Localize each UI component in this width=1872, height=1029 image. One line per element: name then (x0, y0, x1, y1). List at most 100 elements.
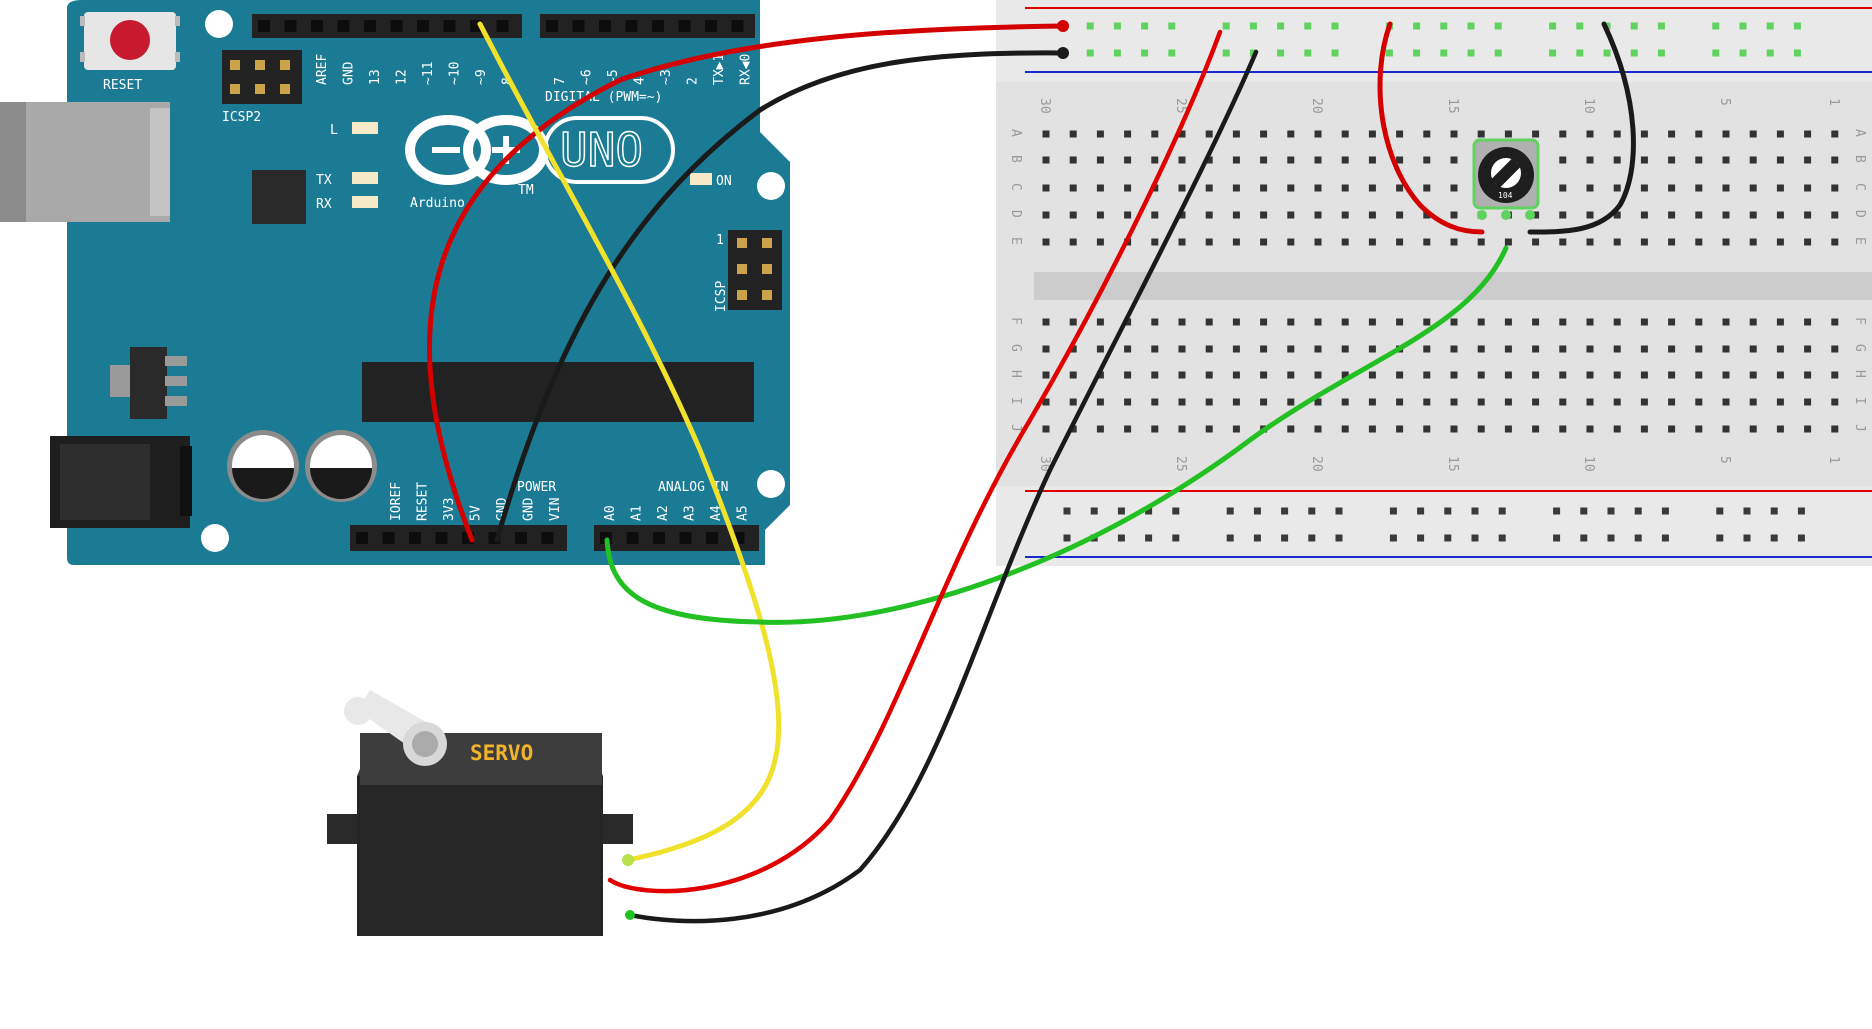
breadboard-hole[interactable] (1504, 345, 1512, 353)
breadboard-hole[interactable] (1504, 425, 1512, 433)
header-pin[interactable] (599, 20, 611, 32)
breadboard-hole[interactable] (1831, 130, 1839, 138)
breadboard-hole[interactable] (1151, 345, 1159, 353)
breadboard-hole[interactable] (1613, 184, 1621, 192)
breadboard-hole[interactable] (1042, 318, 1050, 326)
breadboard-hole[interactable] (1559, 156, 1567, 164)
breadboard-hole[interactable] (1613, 345, 1621, 353)
breadboard-hole[interactable] (1722, 345, 1730, 353)
breadboard-hole[interactable] (1640, 371, 1648, 379)
rail-hole[interactable] (1090, 507, 1098, 515)
header-pin[interactable] (390, 20, 403, 32)
breadboard-hole[interactable] (1776, 211, 1784, 219)
rail-hole[interactable] (1226, 507, 1234, 515)
breadboard-hole[interactable] (1341, 156, 1349, 164)
breadboard-hole[interactable] (1396, 211, 1404, 219)
breadboard-hole[interactable] (1749, 130, 1757, 138)
breadboard-hole[interactable] (1804, 130, 1812, 138)
rail-hole[interactable] (1498, 534, 1506, 542)
green-wire[interactable] (604, 245, 1509, 625)
rail-hole[interactable] (1661, 534, 1669, 542)
breadboard-hole[interactable] (1559, 345, 1567, 353)
breadboard-hole[interactable] (1396, 425, 1404, 433)
rail-hole[interactable] (1607, 534, 1615, 542)
rail-hole[interactable] (1797, 534, 1805, 542)
breadboard-hole[interactable] (1450, 156, 1458, 164)
breadboard-hole[interactable] (1232, 425, 1240, 433)
breadboard-hole[interactable] (1096, 238, 1104, 246)
breadboard-hole[interactable] (1232, 398, 1240, 406)
rail-hole[interactable] (1113, 49, 1121, 57)
breadboard-hole[interactable] (1178, 156, 1186, 164)
rail-hole[interactable] (1417, 507, 1425, 515)
breadboard-hole[interactable] (1749, 371, 1757, 379)
breadboard-hole[interactable] (1640, 345, 1648, 353)
rail-hole[interactable] (1793, 49, 1801, 57)
breadboard-hole[interactable] (1532, 345, 1540, 353)
rail-hole[interactable] (1281, 507, 1289, 515)
breadboard-hole[interactable] (1069, 238, 1077, 246)
breadboard-hole[interactable] (1178, 318, 1186, 326)
breadboard-hole[interactable] (1423, 238, 1431, 246)
rail-hole[interactable] (1063, 507, 1071, 515)
breadboard-hole[interactable] (1096, 130, 1104, 138)
breadboard-hole[interactable] (1450, 318, 1458, 326)
breadboard-hole[interactable] (1042, 425, 1050, 433)
breadboard-hole[interactable] (1749, 318, 1757, 326)
rail-hole[interactable] (1331, 49, 1339, 57)
breadboard-hole[interactable] (1722, 425, 1730, 433)
breadboard-hole[interactable] (1722, 371, 1730, 379)
rail-hole[interactable] (1770, 507, 1778, 515)
rail-hole[interactable] (1716, 507, 1724, 515)
header-pin[interactable] (409, 532, 421, 544)
rail-hole[interactable] (1304, 22, 1312, 30)
breadboard-hole[interactable] (1695, 425, 1703, 433)
rail-hole[interactable] (1716, 534, 1724, 542)
breadboard-hole[interactable] (1504, 130, 1512, 138)
breadboard-hole[interactable] (1668, 398, 1676, 406)
breadboard-hole[interactable] (1314, 156, 1322, 164)
rail-hole[interactable] (1222, 49, 1230, 57)
breadboard-hole[interactable] (1532, 238, 1540, 246)
breadboard-hole[interactable] (1042, 398, 1050, 406)
rail-hole[interactable] (1770, 534, 1778, 542)
breadboard-hole[interactable] (1096, 425, 1104, 433)
breadboard-hole[interactable] (1232, 211, 1240, 219)
breadboard-hole[interactable] (1205, 398, 1213, 406)
breadboard-hole[interactable] (1450, 130, 1458, 138)
breadboard-hole[interactable] (1532, 130, 1540, 138)
breadboard-hole[interactable] (1368, 318, 1376, 326)
breadboard-hole[interactable] (1069, 130, 1077, 138)
breadboard-hole[interactable] (1776, 398, 1784, 406)
breadboard-hole[interactable] (1069, 398, 1077, 406)
header-pin[interactable] (731, 20, 744, 32)
breadboard-hole[interactable] (1260, 238, 1268, 246)
breadboard-hole[interactable] (1559, 425, 1567, 433)
breadboard-hole[interactable] (1804, 345, 1812, 353)
breadboard-hole[interactable] (1804, 318, 1812, 326)
breadboard-hole[interactable] (1042, 184, 1050, 192)
breadboard-hole[interactable] (1124, 184, 1132, 192)
rail-hole[interactable] (1440, 49, 1448, 57)
breadboard-hole[interactable] (1722, 211, 1730, 219)
breadboard-hole[interactable] (1695, 345, 1703, 353)
breadboard-hole[interactable] (1151, 211, 1159, 219)
header-pin[interactable] (652, 20, 664, 32)
breadboard-hole[interactable] (1396, 156, 1404, 164)
breadboard-hole[interactable] (1831, 398, 1839, 406)
breadboard-hole[interactable] (1450, 345, 1458, 353)
potentiometer[interactable] (1472, 138, 1540, 220)
breadboard-hole[interactable] (1586, 345, 1594, 353)
breadboard-hole[interactable] (1287, 130, 1295, 138)
breadboard-hole[interactable] (1532, 425, 1540, 433)
header-pin[interactable] (337, 20, 350, 32)
breadboard-hole[interactable] (1341, 371, 1349, 379)
breadboard-hole[interactable] (1069, 425, 1077, 433)
breadboard-hole[interactable] (1695, 130, 1703, 138)
breadboard-hole[interactable] (1178, 345, 1186, 353)
header-pin[interactable] (546, 20, 558, 32)
breadboard-hole[interactable] (1831, 318, 1839, 326)
breadboard-hole[interactable] (1668, 156, 1676, 164)
breadboard-hole[interactable] (1804, 425, 1812, 433)
breadboard-hole[interactable] (1776, 130, 1784, 138)
